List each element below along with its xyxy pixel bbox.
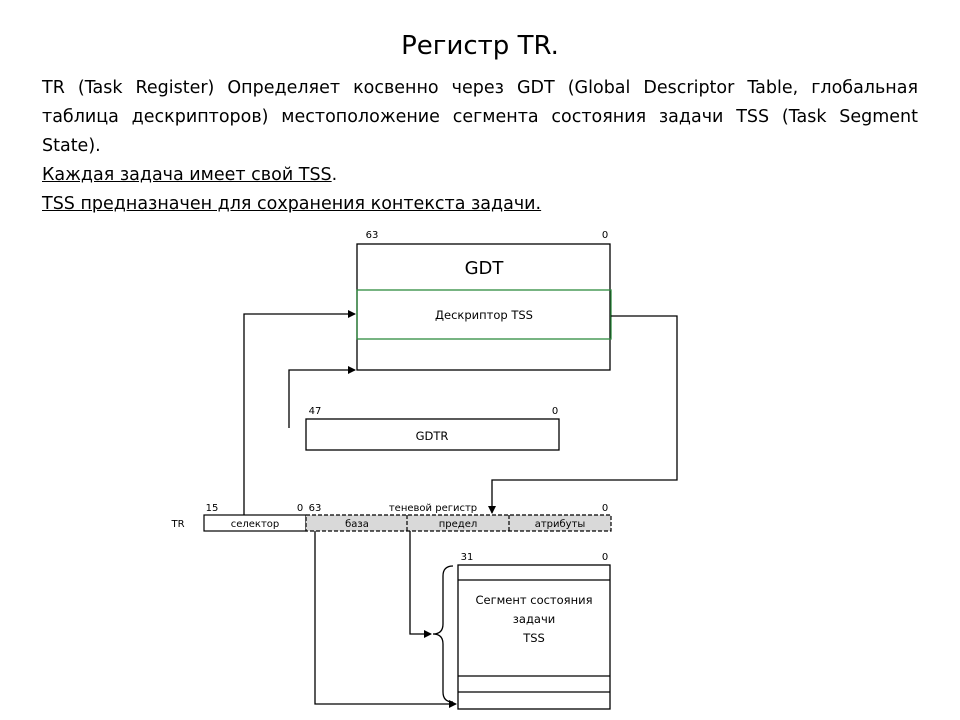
- gdtr-label: GDTR: [416, 429, 449, 443]
- shadow-register: [305, 514, 612, 532]
- gdt-frame: [356, 243, 611, 371]
- task-has-tss-period: .: [331, 165, 338, 185]
- descriptor-to-shadow-arrow: [488, 315, 678, 514]
- tr-label: TR: [170, 519, 184, 530]
- selector-to-descriptor-arrow: [243, 310, 356, 515]
- tss-extent-brace: [432, 565, 454, 703]
- tss-bit-high: 31: [461, 552, 474, 563]
- tr-register: TR 15 0 63 теневой регистр 0 селектор ба…: [170, 503, 612, 532]
- gdt-label: GDT: [465, 258, 505, 279]
- shadow-register-label: теневой регистр: [389, 503, 477, 514]
- tss-bit-low: 0: [602, 552, 608, 563]
- slide-body: TR (Task Register) Определяет косвенно ч…: [42, 74, 918, 219]
- gdt-bit-low: 0: [602, 230, 608, 241]
- tss-purpose-text: TSS предназначен для сохранения контекст…: [42, 194, 542, 214]
- gdtr-bit-low: 0: [552, 406, 558, 417]
- shadow-bit-high: 63: [309, 503, 322, 514]
- tss-descriptor-cell: [356, 289, 612, 340]
- tss-segment: 31 0 Сегмент состояния задачи TSS: [457, 552, 611, 710]
- gdt-bit-high: 63: [366, 230, 379, 241]
- base-field-label: база: [345, 519, 369, 530]
- tss-purpose-line: TSS предназначен для сохранения контекст…: [42, 190, 918, 219]
- slide-title: Регистр TR.: [401, 31, 559, 61]
- task-has-tss-line: Каждая задача имеет свой TSS.: [42, 161, 918, 190]
- tss-label-line-2: задачи: [513, 612, 555, 626]
- gdtr-register: 47 0 GDTR: [305, 406, 560, 451]
- gdtr-to-gdt-arrow: [288, 366, 356, 428]
- base-to-tss-arrow: [314, 531, 457, 708]
- selector-field-label: селектор: [231, 519, 280, 530]
- tss-descriptor-label: Дескриптор TSS: [435, 308, 533, 322]
- tss-label-line-3: TSS: [522, 631, 545, 645]
- tss-label-line-1: Сегмент состояния: [475, 593, 592, 607]
- task-has-tss-text: Каждая задача имеет свой TSS: [42, 165, 332, 185]
- gdtr-bit-high: 47: [309, 406, 322, 417]
- gdt-table: 63 0 GDT Дескриптор TSS: [356, 230, 612, 371]
- attributes-field-label: атрибуты: [535, 519, 586, 530]
- selector-bit-high: 15: [206, 503, 219, 514]
- shadow-bit-low: 0: [602, 503, 608, 514]
- limit-field-label: предел: [439, 519, 478, 530]
- definition-paragraph: TR (Task Register) Определяет косвенно ч…: [42, 78, 918, 156]
- limit-to-tss-arrow: [409, 531, 432, 638]
- tss-frame: [457, 564, 611, 710]
- gdtr-frame: [305, 418, 560, 451]
- selector-bit-low: 0: [297, 503, 303, 514]
